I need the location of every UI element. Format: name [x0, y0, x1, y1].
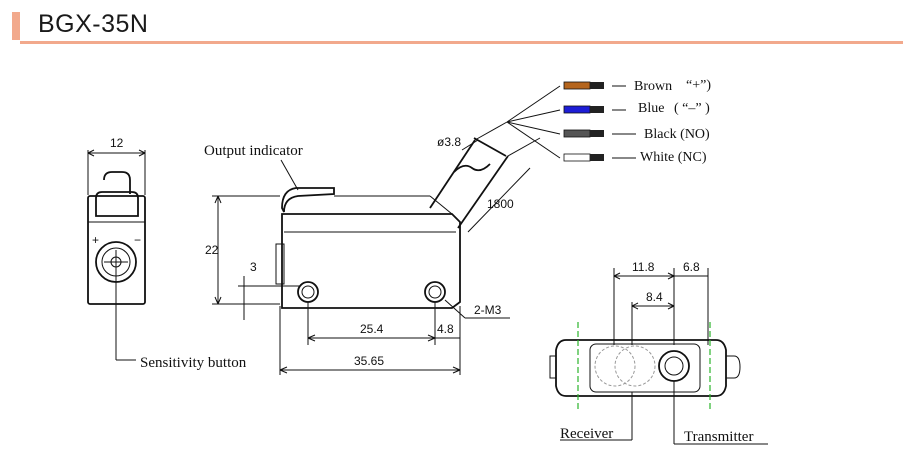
- label-output-indicator: Output indicator: [204, 143, 303, 159]
- dim-hole-spacing: 25.4: [360, 322, 384, 336]
- side-view: Output indicator ø3.8 1800 22 3: [204, 85, 561, 375]
- dim-cable-length: 1800: [487, 197, 514, 211]
- wire-suffix-blue: ( “–” ): [674, 101, 710, 116]
- title-underline: [20, 41, 903, 44]
- wire-white: White (NC): [563, 150, 707, 165]
- wire-blue: Blue ( “–” ): [563, 101, 710, 116]
- wire-swatch-brown: [563, 81, 591, 90]
- wire-swatch-blue: [563, 105, 591, 114]
- plus-sign: +: [92, 233, 99, 247]
- dim-length: 35.65: [354, 354, 384, 368]
- wire-swatch-black: [563, 129, 591, 138]
- wire-label-black: Black (NO): [644, 127, 710, 142]
- dim-hole-edge: 4.8: [437, 322, 454, 336]
- dim-hole-offset: 3: [250, 260, 257, 274]
- wire-tip-black: [590, 130, 604, 137]
- label-transmitter: Transmitter: [684, 429, 753, 445]
- title-accent-bar: [12, 12, 20, 40]
- wire-tip-blue: [590, 106, 604, 113]
- label-sensitivity-button: Sensitivity button: [140, 355, 247, 371]
- wire-brown: Brown “+”): [563, 78, 711, 94]
- wire-suffix-brown: “+”): [686, 78, 711, 93]
- wire-swatch-white: [563, 153, 591, 162]
- wire-tip-brown: [590, 82, 604, 89]
- dim-height: 22: [205, 243, 219, 257]
- wire-label-brown: Brown: [634, 79, 672, 94]
- minus-sign: −: [134, 233, 141, 247]
- wire-label-blue: Blue: [638, 101, 664, 116]
- wire-label-white: White (NC): [640, 150, 707, 165]
- page-title: BGX-35N: [38, 10, 149, 38]
- front-view: 12 + − Sensitivity button: [87, 136, 247, 371]
- dim-lens-a: 11.8: [632, 260, 655, 274]
- dim-lens-b: 6.8: [683, 260, 700, 274]
- wire-legend: Brown “+”) Blue ( “–” ) Black (NO) White…: [563, 78, 711, 165]
- dim-thread: 2-M3: [474, 303, 502, 317]
- dim-cable-diameter: ø3.8: [437, 135, 461, 149]
- wire-black: Black (NO): [563, 127, 710, 142]
- dim-lens-c: 8.4: [646, 290, 663, 304]
- dim-width-front: 12: [110, 136, 124, 150]
- lens-view: 11.8 6.8 8.4 Receiver Transmitter: [549, 260, 768, 445]
- wire-tip-white: [590, 154, 604, 161]
- label-receiver: Receiver: [560, 426, 613, 442]
